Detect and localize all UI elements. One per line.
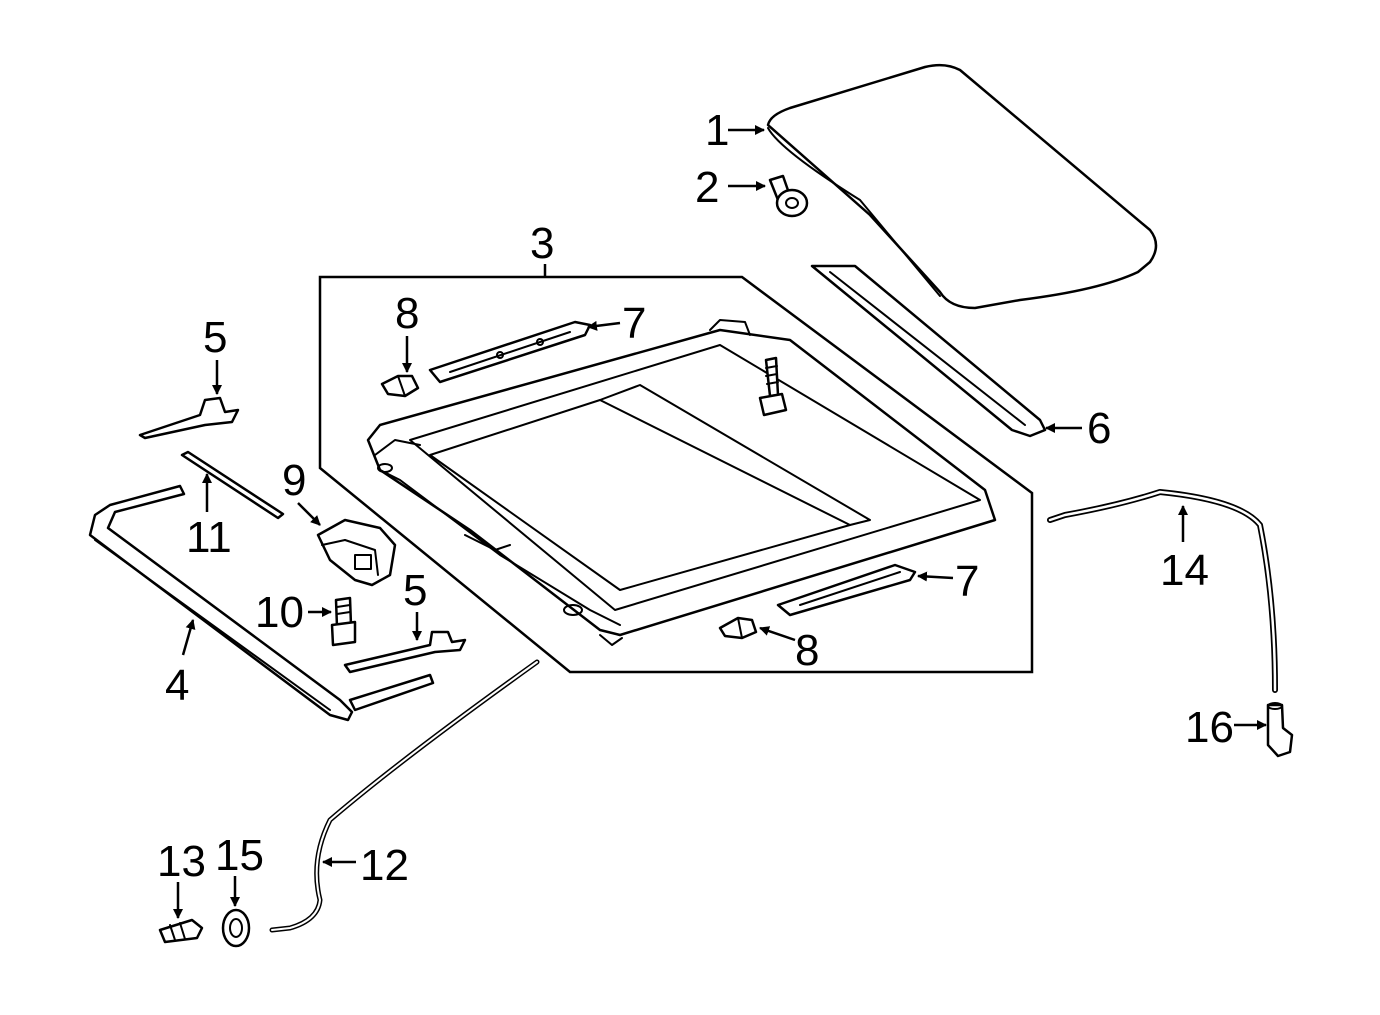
- part-8-clip-lower[interactable]: [718, 616, 758, 640]
- part-13-plug[interactable]: [158, 918, 204, 944]
- part-2-bolt[interactable]: [768, 174, 809, 218]
- part-3-sunroof-frame[interactable]: [366, 319, 997, 646]
- leader-7b: [917, 571, 954, 582]
- part-15-grommet[interactable]: [221, 908, 251, 948]
- part-4-wind-deflector[interactable]: [88, 484, 435, 722]
- leader-8b: [759, 626, 796, 642]
- part-12-drain-hose[interactable]: [269, 659, 540, 933]
- callout-6: 6: [1087, 404, 1111, 453]
- part-10-bolt[interactable]: [330, 596, 357, 647]
- callout-2: 2: [695, 163, 719, 212]
- callout-7a: 7: [622, 299, 646, 348]
- frame-screw[interactable]: [758, 356, 788, 417]
- leader-4: [181, 619, 196, 656]
- part-11-seal-strip[interactable]: [180, 450, 285, 520]
- part-1-glass-panel[interactable]: [766, 63, 1158, 310]
- callout-8b: 8: [795, 626, 819, 675]
- part-3-assembly-box: [318, 275, 1034, 674]
- callout-1: 1: [705, 106, 729, 155]
- callout-8a: 8: [395, 289, 419, 338]
- part-16-connector[interactable]: [1266, 702, 1294, 758]
- callout-7b: 7: [955, 557, 979, 606]
- callout-5b: 5: [403, 566, 427, 615]
- callout-14: 14: [1160, 546, 1209, 595]
- callout-4: 4: [165, 661, 189, 710]
- callout-12: 12: [360, 841, 409, 890]
- callout-5a: 5: [203, 313, 227, 362]
- callout-13: 13: [157, 837, 206, 886]
- callout-15: 15: [215, 831, 264, 880]
- part-7-bracket-lower[interactable]: [776, 563, 917, 617]
- callout-16: 16: [1185, 703, 1234, 752]
- callout-3: 3: [530, 219, 554, 268]
- part-9-motor[interactable]: [316, 518, 397, 587]
- part-14-drain-hose[interactable]: [1047, 489, 1278, 693]
- callout-10: 10: [255, 588, 304, 637]
- callout-11: 11: [186, 513, 232, 562]
- leader-7a: [587, 320, 621, 331]
- part-8-clip-upper[interactable]: [380, 374, 420, 398]
- part-5-bracket-lower[interactable]: [343, 630, 467, 674]
- part-5-bracket-upper[interactable]: [138, 396, 240, 440]
- leader-9: [297, 502, 321, 526]
- callout-9: 9: [282, 456, 306, 505]
